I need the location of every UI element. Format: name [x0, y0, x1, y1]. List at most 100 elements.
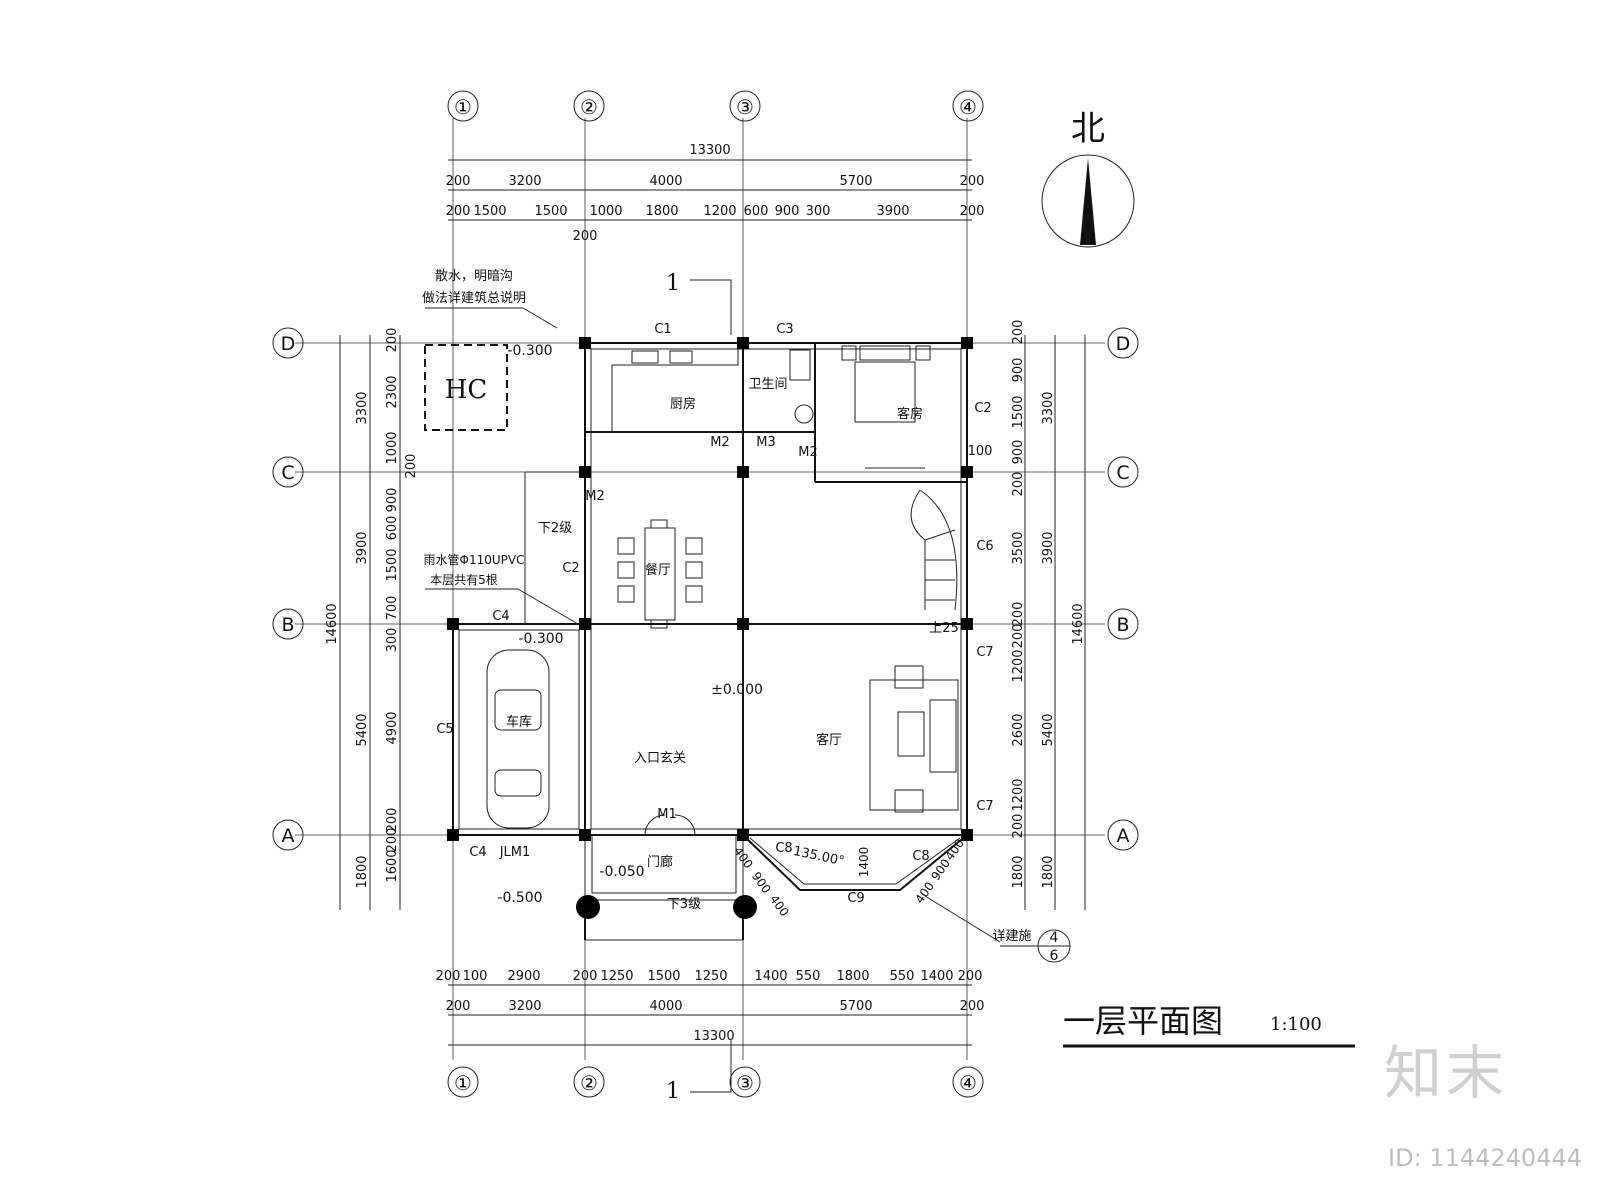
- room-kitchen: 厨房: [670, 396, 696, 412]
- door-m2-c: M2: [585, 489, 605, 504]
- note-apron-2: 做法详建筑总说明: [422, 290, 526, 306]
- dim-left-i-9: 4900: [385, 711, 400, 744]
- dim-bot-r1-11: 1400: [920, 969, 953, 984]
- axis-row-c-left: C: [281, 462, 294, 484]
- room-guest: 客房: [897, 406, 923, 422]
- section-bottom-label: 1: [666, 1079, 680, 1104]
- dim-right-i-9: 2600: [1011, 713, 1026, 746]
- dim-bot-r1-2: 2900: [507, 969, 540, 984]
- room-bathroom: 卫生间: [748, 377, 787, 392]
- dim-top-r2-2: 1500: [534, 204, 567, 219]
- window-c4-top: C4: [492, 609, 509, 624]
- dim-bot-r1-3: 200: [573, 969, 598, 984]
- room-dining: 餐厅: [645, 562, 671, 578]
- dim-left-i-2: 1000: [385, 431, 400, 464]
- door-m2-a: M2: [710, 435, 730, 450]
- note-bay-h: 1400: [857, 847, 871, 878]
- dim-left-i-11: 1600: [385, 849, 400, 882]
- axis-row-d-left: D: [281, 333, 296, 355]
- drawing-title-block: 一层平面图 1:100: [1063, 1002, 1355, 1048]
- note-rain-1: 雨水管Φ110UPVC: [424, 552, 525, 567]
- dim-top-r1-0: 200: [446, 174, 471, 189]
- dim-top-r2-6: 600: [744, 204, 769, 219]
- watermark-brand: 知末: [1383, 1039, 1508, 1107]
- dim-left-i-7: 700: [385, 596, 400, 621]
- dim-bot-r1-0: 200: [436, 969, 461, 984]
- section-marks: 1 1: [666, 271, 732, 1104]
- note-detail-num: 4: [1050, 930, 1059, 946]
- axis-row-a-right: A: [1117, 825, 1130, 847]
- room-entry: 入口玄关: [634, 751, 686, 766]
- dim-left-i-8: 300: [385, 628, 400, 653]
- axis-row-a-left: A: [282, 825, 295, 847]
- note-steps-3: 下3级: [667, 897, 701, 912]
- dim-bot-r1-8: 550: [796, 969, 821, 984]
- guest-bed: [841, 345, 931, 469]
- dim-right-i-4: 200: [1011, 472, 1026, 497]
- dim-right-o-2: 5400: [1041, 713, 1056, 746]
- note-bay-l-1: 900: [749, 869, 774, 896]
- dim-bot-r2-2: 4000: [649, 999, 682, 1014]
- dim-bot-r2-1: 3200: [508, 999, 541, 1014]
- window-c4-bottom: C4: [469, 845, 486, 860]
- level-hc: -0.300: [507, 343, 552, 359]
- window-c5: C5: [436, 722, 453, 737]
- dim-right-i-0: 200: [1011, 320, 1026, 345]
- note-detail-sheet: 6: [1050, 948, 1059, 964]
- dim-top-r1-4: 200: [960, 174, 985, 189]
- dim-left-i-3: 200: [404, 454, 419, 479]
- door-labels: M1 M2 M2 M2 M3 JLM1: [499, 435, 818, 860]
- level-marks: -0.300 -0.300 ±0.000 -0.050 -0.500 上25: [497, 343, 958, 906]
- axis-col-3-top: ③: [736, 95, 754, 119]
- door-m1: M1: [657, 807, 677, 822]
- axis-row-c-right: C: [1116, 462, 1129, 484]
- dim-top-r2-7: 900: [775, 204, 800, 219]
- dim-right-i-1: 900: [1011, 358, 1026, 383]
- level-main: ±0.000: [711, 682, 763, 698]
- level-stair: 上25: [929, 621, 959, 636]
- dim-top-r2-10: 200: [960, 204, 985, 219]
- level-porch: -0.050: [599, 864, 644, 880]
- window-c7-top: C7: [976, 645, 993, 660]
- dim-right-o-1: 3900: [1041, 531, 1056, 564]
- dim-top-r1-3: 5700: [839, 174, 872, 189]
- right-dimensions: 14600 3300 3900 5400 1800 200 900 1500 9…: [1011, 320, 1086, 910]
- dim-left-i-0: 200: [385, 328, 400, 353]
- note-apron-1: 散水，明暗沟: [435, 269, 513, 284]
- dim-right-o-0: 3300: [1041, 391, 1056, 424]
- hc-label: HC: [445, 375, 488, 405]
- section-top-label: 1: [666, 271, 680, 296]
- entry-door-swing: [644, 814, 696, 836]
- dim-top-r2-9: 3900: [876, 204, 909, 219]
- axis-col-4-top: ④: [959, 95, 977, 119]
- dim-right-i-8: 1200: [1011, 649, 1026, 682]
- axis-row-b-left: B: [281, 614, 294, 636]
- north-label: 北: [1071, 109, 1105, 149]
- axis-bubbles: ① ② ③ ④ ① ② ③ ④ D C B A D C B A: [272, 90, 1139, 1098]
- dim-right-i-6: 200: [1011, 602, 1026, 627]
- dim-left-i-1: 2300: [385, 375, 400, 408]
- dim-bot-r1-6: 1250: [694, 969, 727, 984]
- window-labels: C1 C2 C2 C3 C4 C4 C5 C6 C7 C7 C8 C8 C9: [436, 322, 993, 906]
- dim-right-i-7: 200: [1011, 624, 1026, 649]
- axis-col-2-bottom: ②: [580, 1071, 598, 1095]
- note-grid-100: 100: [968, 444, 993, 459]
- hc-tank-outline: [424, 344, 508, 431]
- level-garage: -0.300: [518, 631, 563, 647]
- dim-bot-total: 13300: [693, 1029, 734, 1044]
- window-c2-left: C2: [562, 561, 579, 576]
- door-m3: M3: [756, 435, 776, 450]
- dim-bot-r1-10: 550: [890, 969, 915, 984]
- dim-top-r1-2: 4000: [649, 174, 682, 189]
- dim-top-r2-4: 1800: [645, 204, 678, 219]
- dim-right-i-5: 3500: [1011, 531, 1026, 564]
- window-c2-right: C2: [974, 401, 991, 416]
- dim-left-i-12: 200: [385, 828, 400, 853]
- dim-right-o-3: 1800: [1041, 855, 1056, 888]
- garage-car: [486, 649, 550, 829]
- staircase: [910, 489, 958, 611]
- room-labels: 厨房 卫生间 客房 餐厅 车库 入口玄关 客厅 门廊: [506, 377, 923, 870]
- dim-right-i-2: 1500: [1011, 395, 1026, 428]
- dim-top-r2-1: 1500: [473, 204, 506, 219]
